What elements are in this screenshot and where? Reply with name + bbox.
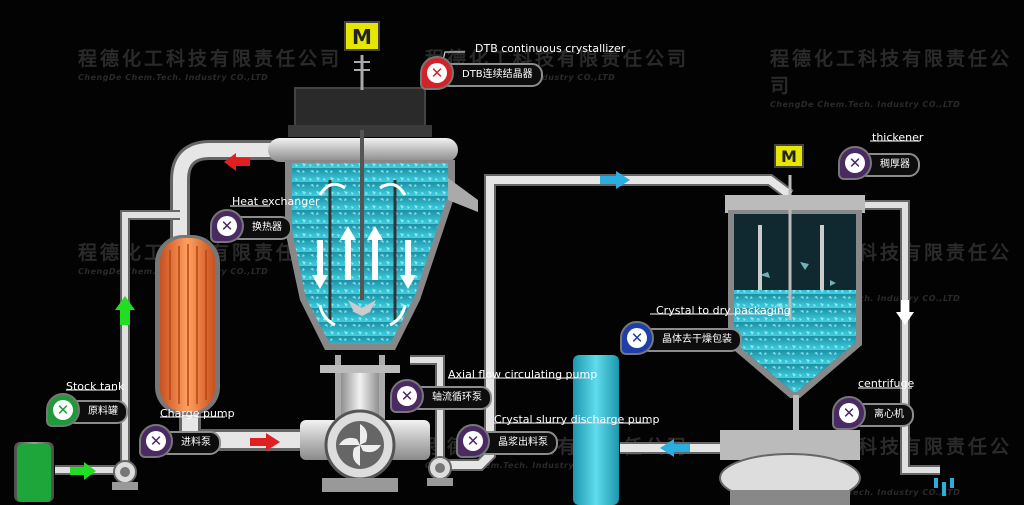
label-dry-en: Crystal to dry packaging [656,304,791,317]
callout-label: 晶体去干燥包装 [638,328,742,352]
label-slurry-en: Crystal slurry discharge pump [494,413,660,426]
x-mark: ✕ [627,328,647,348]
x-mark: ✕ [53,400,73,420]
close-icon[interactable]: ✕ [620,321,654,355]
callout-label: DTB连续结晶器 [438,63,543,87]
close-icon[interactable]: ✕ [139,424,173,458]
x-mark: ✕ [839,403,859,423]
close-icon[interactable]: ✕ [46,393,80,427]
close-icon[interactable]: ✕ [838,146,872,180]
close-icon[interactable]: ✕ [210,209,244,243]
heat-exchanger [155,235,220,415]
centrifuge [719,430,954,505]
flow-arrow-red [224,153,250,171]
axial-flow-pump [300,409,430,492]
slurry-pump [427,456,453,486]
x-mark: ✕ [427,63,447,83]
x-mark: ✕ [217,216,237,236]
charge-pump [112,460,138,490]
x-mark: ✕ [397,386,417,406]
label-thick-en: thickener [872,131,924,144]
close-icon[interactable]: ✕ [420,56,454,90]
motor-label: M [352,25,372,49]
close-icon[interactable]: ✕ [832,396,866,430]
label-axial-en: Axial flow circulating pump [448,368,598,381]
flow-arrows [70,153,914,480]
label-heat-en: Heat exchanger [232,195,320,208]
callout-label: 离心机 [850,403,914,427]
flow-arrow-blue [660,439,690,457]
label-centri-en: centrifuge [858,377,915,390]
dryer-column [573,355,619,505]
x-mark: ✕ [845,153,865,173]
thickener: M [725,144,865,435]
x-mark: ✕ [463,431,483,451]
label-dtb-en: DTB continuous crystallizer [475,42,626,55]
x-mark: ✕ [146,431,166,451]
flow-arrow-red [250,433,280,451]
flow-arrow-green [115,296,135,325]
flow-arrow-blue [600,171,630,189]
crystallizer-motor [344,21,380,51]
close-icon[interactable]: ✕ [456,424,490,458]
dtb-crystallizer: M [268,21,478,425]
thickener-motor [774,144,804,168]
flow-arrow-green [70,462,96,480]
flow-arrow-white [896,300,914,325]
motor-label: M [781,147,797,166]
label-charge-en: Charge pump [160,407,235,420]
label-stock-en: Stock tank [66,380,125,393]
stock-tank [14,442,54,502]
close-icon[interactable]: ✕ [390,379,424,413]
